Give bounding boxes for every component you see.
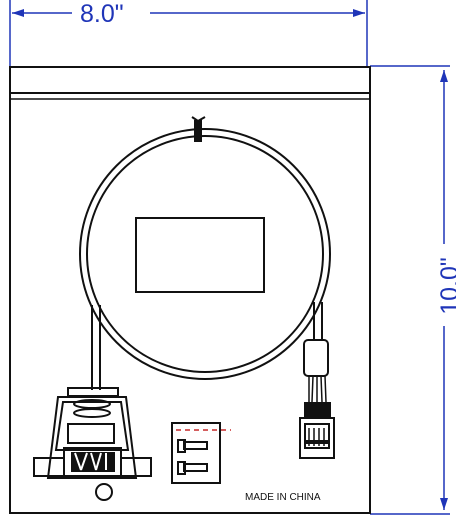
height-arrow-bottom [440, 498, 448, 510]
small-label-icon-2-right [183, 463, 208, 472]
small-label-icon-1-right [183, 441, 208, 450]
cable-tie-head [191, 116, 206, 123]
panel-outline [9, 66, 371, 514]
connector-ring-2 [73, 408, 111, 418]
small-label-box [171, 422, 221, 484]
width-label: 8.0" [80, 0, 124, 28]
height-label: 10.0" [436, 257, 456, 315]
connector-left-flange [33, 457, 65, 477]
rj45-connector [299, 339, 335, 459]
width-dimension: 8.0" [9, 0, 368, 66]
rj45-plug-body [299, 417, 335, 459]
rj45-plug-window [304, 423, 330, 449]
connector-window [67, 423, 115, 444]
coil-center-label-box [135, 217, 265, 293]
width-arrow-right [353, 9, 365, 17]
cable-coil [79, 116, 331, 390]
height-dimension: 10.0" [370, 65, 456, 515]
mounting-connector [33, 387, 152, 501]
rj45-contact-lines [308, 428, 325, 446]
center-small-label [171, 422, 231, 484]
mounting-hole [95, 483, 113, 501]
coil-outer-ring [79, 128, 331, 380]
made-in-china-text: MADE IN CHINA [245, 492, 321, 503]
connector-housing-inner [54, 401, 130, 451]
connector-housing-outline [46, 396, 138, 479]
coil-inner-ring [86, 135, 324, 373]
rj45-boot [303, 339, 329, 377]
rj45-cable-joint [304, 402, 331, 418]
cable-tie [194, 120, 202, 142]
outer-panel [9, 66, 371, 514]
rj45-wires [308, 375, 327, 403]
height-arrow-top [440, 70, 448, 82]
width-arrow-left [12, 9, 24, 17]
connector-right-flange [120, 457, 152, 477]
connector-face-markings [74, 452, 107, 471]
